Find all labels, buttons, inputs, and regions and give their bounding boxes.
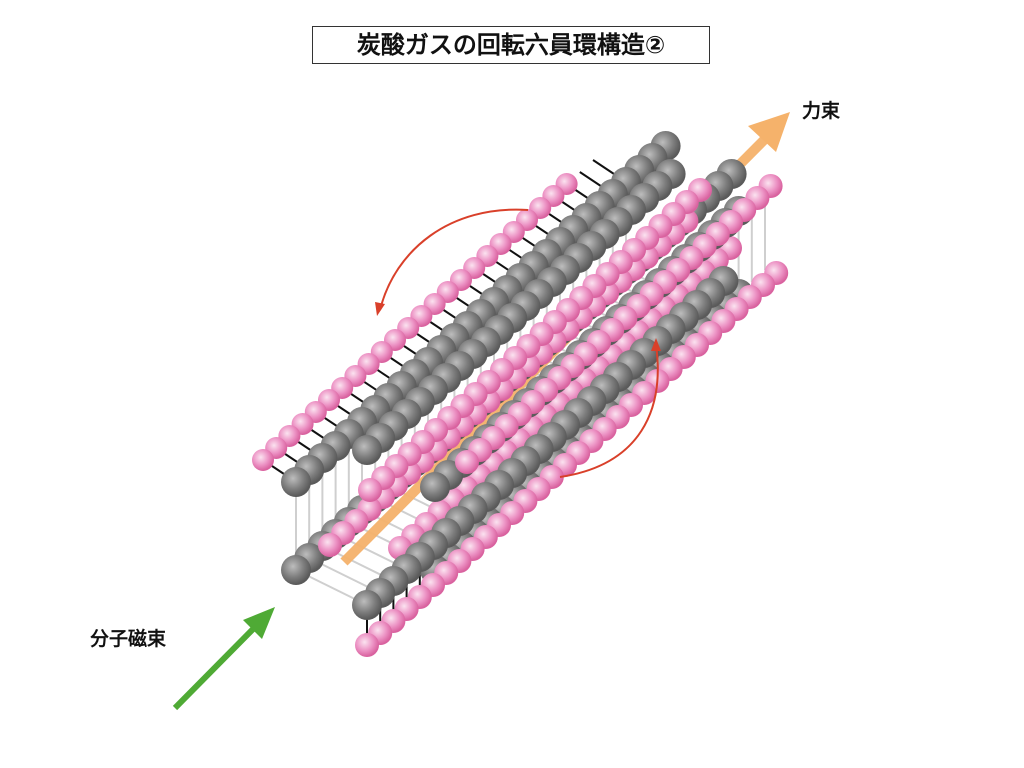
atom-rows — [252, 131, 789, 657]
molecular-flux-arrow-head — [243, 607, 275, 639]
carbon-atom — [281, 555, 311, 585]
oxygen-atom — [252, 449, 274, 471]
pink-atom-row — [355, 261, 789, 657]
oxygen-atom — [318, 533, 342, 557]
molecular-flux-label: 分子磁束 — [90, 628, 167, 650]
carbon-atom — [281, 467, 311, 497]
diagram-title: 炭酸ガスの回転六員環構造② — [312, 26, 710, 64]
rotation-arrow-lower-head — [651, 338, 661, 351]
molecular-flux-arrow-shaft — [172, 619, 263, 711]
rotation-arrow-lower — [559, 344, 659, 478]
gray-atom-row — [352, 266, 739, 620]
pink-atom-row — [318, 209, 699, 557]
pink-atom-row — [358, 178, 712, 502]
rotation-arrow-upper — [379, 208, 529, 311]
rotation-arrow-upper-head — [375, 302, 385, 316]
oxygen-atom — [358, 478, 382, 502]
gray-atom-row — [352, 159, 686, 465]
carbon-atom — [352, 435, 382, 465]
carbon-atom — [420, 472, 450, 502]
pink-atom-row — [455, 174, 783, 474]
force-flux-label: 力束 — [802, 100, 841, 122]
oxygen-atom — [355, 633, 379, 657]
oxygen-atom — [455, 450, 479, 474]
carbon-atom — [352, 590, 382, 620]
pink-atom-row — [252, 173, 578, 471]
force-flux-arrow-head — [748, 112, 790, 152]
